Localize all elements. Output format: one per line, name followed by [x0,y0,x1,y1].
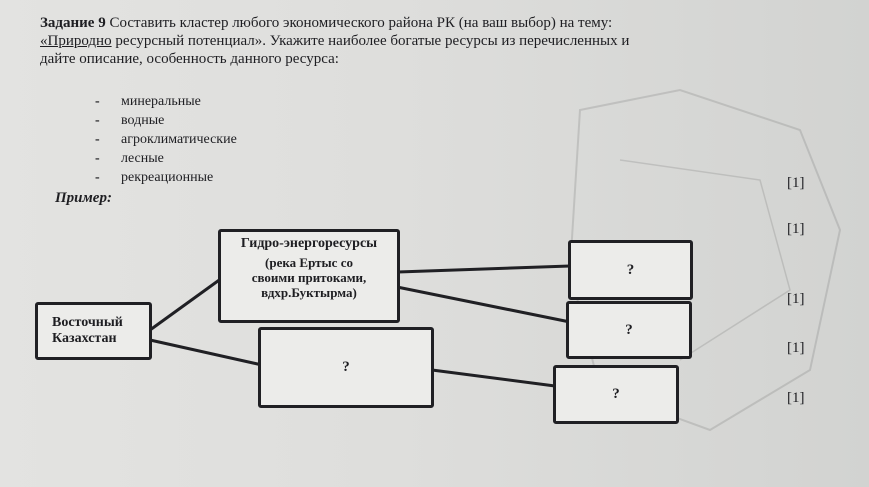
placeholder-mark: ? [626,261,635,278]
resource-item: рекреационные [95,168,237,187]
placeholder-mark: ? [342,359,350,375]
connector-root-center [149,338,263,367]
score-mark: [1] [787,221,805,237]
connector-root-hydro [149,276,223,332]
example-label: Пример: [55,190,112,206]
hydro-title: Гидро-энергоресурсы [240,236,378,251]
resource-item: минеральные [95,92,237,111]
task-line-3: дайте описание, особенность данного ресу… [40,51,339,67]
task-underlined-word: «Природно [40,33,112,49]
score-mark: [1] [787,390,805,406]
hydro-resources-box: Гидро-энергоресурсы (река Ертыс со своим… [218,229,400,323]
root-line-2: Казахстан [52,331,117,346]
score-mark: [1] [787,291,805,307]
connector-center-bottom [431,368,556,388]
answer-box-top[interactable]: ? [568,240,693,300]
placeholder-mark: ? [625,321,633,338]
hydro-line-3: вдхр.Буктырма) [261,285,357,300]
hydro-line-1: (река Ертыс со [265,255,353,270]
hydro-line-2: своими притоками, [251,270,367,285]
resource-item: агроклиматические [95,130,237,149]
answer-box-bottom[interactable]: ? [553,365,679,424]
answer-box-middle[interactable]: ? [566,301,692,359]
task-text: Задание 9 Составить кластер любого эконо… [40,14,730,68]
resource-item: лесные [95,149,237,168]
placeholder-mark: ? [612,386,620,402]
task-title: Задание 9 [40,15,106,31]
answer-box-center[interactable]: ? [258,327,434,408]
task-line-2: ресурсный потенциал». Укажите наиболее б… [111,33,630,49]
score-mark: [1] [787,340,805,356]
resource-item: водные [95,111,237,130]
root-box-east-kazakhstan: Восточный Казахстан [35,302,152,360]
score-mark: [1] [787,175,805,191]
resource-list: минеральные водные агроклиматические лес… [95,92,237,187]
task-line-1: Составить кластер любого экономического … [105,15,613,31]
connector-hydro-mid [391,284,571,324]
root-line-1: Восточный [52,315,123,330]
connector-hydro-top [397,264,571,274]
